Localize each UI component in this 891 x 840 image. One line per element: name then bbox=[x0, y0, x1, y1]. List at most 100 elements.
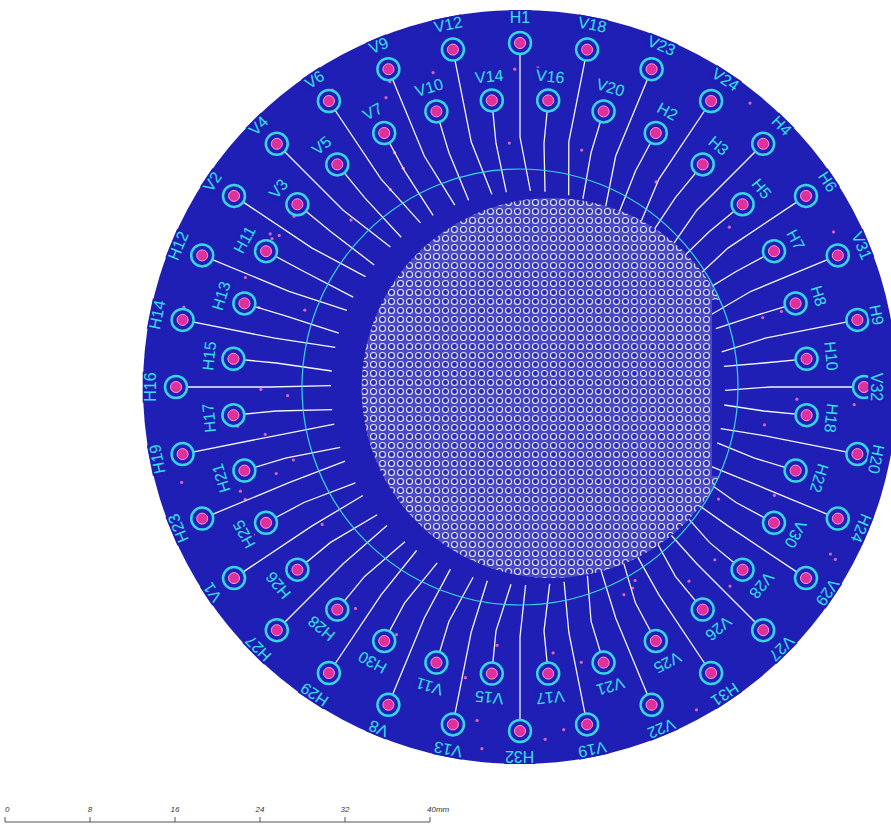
stitching-via bbox=[552, 651, 555, 654]
signal-trace bbox=[619, 133, 656, 213]
pad-name: V17 bbox=[535, 688, 567, 707]
pad-name: H17 bbox=[200, 401, 219, 434]
scale-tick-label: 24 bbox=[256, 805, 265, 814]
pad-drill bbox=[515, 726, 526, 737]
pad-drill bbox=[758, 138, 769, 149]
pad-name: V16 bbox=[535, 67, 567, 86]
scale-bar bbox=[5, 817, 430, 822]
pad-drill bbox=[790, 298, 801, 309]
pad-drill bbox=[706, 668, 717, 679]
pad-ring bbox=[509, 720, 531, 742]
pad-drill bbox=[769, 517, 780, 528]
board-outline bbox=[143, 10, 891, 764]
signal-trace bbox=[436, 111, 468, 200]
stitching-via bbox=[728, 226, 731, 229]
pad-ring bbox=[442, 713, 464, 735]
pad-name: H10 bbox=[821, 340, 840, 373]
pad-ring bbox=[318, 90, 340, 112]
pad-drill bbox=[171, 382, 182, 393]
pad-ring bbox=[641, 58, 663, 80]
pad-ring bbox=[692, 153, 714, 175]
pad-drill bbox=[598, 657, 609, 668]
signal-trace bbox=[297, 515, 377, 570]
pad-ring bbox=[732, 193, 754, 215]
signal-trace bbox=[623, 561, 656, 641]
pad-ring bbox=[223, 567, 245, 589]
stitching-via bbox=[834, 558, 837, 561]
stitching-via bbox=[829, 552, 832, 555]
pad-ring bbox=[827, 244, 849, 266]
stitching-via bbox=[580, 661, 583, 664]
pad-drill bbox=[697, 604, 708, 615]
signal-trace bbox=[569, 50, 587, 196]
pad-ring bbox=[645, 122, 667, 144]
stitching-via bbox=[795, 398, 798, 401]
stitching-via bbox=[349, 219, 352, 222]
signal-trace bbox=[544, 100, 548, 191]
pad-ring bbox=[700, 662, 722, 684]
pad-ring bbox=[752, 133, 774, 155]
pad-ring bbox=[593, 652, 615, 674]
stitching-via bbox=[464, 676, 467, 679]
pad-ring bbox=[537, 663, 559, 685]
stitching-via bbox=[496, 644, 499, 647]
stitching-via bbox=[354, 607, 357, 610]
stitching-via bbox=[275, 472, 278, 475]
pad-ring bbox=[752, 619, 774, 641]
pad-drill bbox=[832, 250, 843, 261]
stitching-vias bbox=[180, 66, 861, 750]
pad-ring bbox=[172, 443, 194, 465]
pad-ring bbox=[255, 240, 277, 262]
pad-drill bbox=[292, 199, 303, 210]
pad-ring bbox=[796, 404, 818, 426]
pad-drill bbox=[852, 449, 863, 460]
pad-ring bbox=[481, 89, 503, 111]
pad-ring bbox=[796, 348, 818, 370]
pad-drill bbox=[769, 246, 780, 257]
pad-drill bbox=[431, 657, 442, 668]
traces bbox=[176, 43, 864, 731]
pad-drill bbox=[582, 719, 593, 730]
stitching-via bbox=[270, 237, 273, 240]
stitching-via bbox=[269, 232, 272, 235]
stitching-via bbox=[476, 719, 479, 722]
pad-drill bbox=[379, 636, 390, 647]
stitching-via bbox=[634, 579, 637, 582]
stitching-via bbox=[303, 309, 306, 312]
stitching-via bbox=[321, 523, 324, 526]
signal-trace bbox=[176, 386, 331, 387]
signal-trace bbox=[651, 164, 703, 234]
pad-drill bbox=[486, 668, 497, 679]
pad-ring bbox=[827, 508, 849, 530]
pad-ring bbox=[377, 58, 399, 80]
pad-ring bbox=[373, 122, 395, 144]
pad-ring bbox=[537, 89, 559, 111]
pad-drill bbox=[229, 190, 240, 201]
pad-ring bbox=[266, 133, 288, 155]
pad-ring bbox=[576, 713, 598, 735]
signal-trace bbox=[492, 100, 507, 192]
stitching-via bbox=[264, 433, 267, 436]
pad-drill bbox=[543, 668, 554, 679]
signal-trace bbox=[233, 410, 332, 416]
stitching-via bbox=[562, 728, 565, 731]
pad-drill bbox=[239, 465, 250, 476]
pad-ring bbox=[641, 694, 663, 716]
signal-trace bbox=[711, 255, 838, 314]
pad-drill bbox=[737, 199, 748, 210]
signal-trace bbox=[564, 582, 587, 725]
pad-ring bbox=[233, 292, 255, 314]
pad-ring bbox=[233, 460, 255, 482]
pad-name: H32 bbox=[504, 748, 535, 764]
pad-drill bbox=[383, 64, 394, 75]
stitching-via bbox=[544, 738, 547, 741]
pad-drill bbox=[229, 573, 240, 584]
pad-ring bbox=[763, 512, 785, 534]
pad-drill bbox=[197, 513, 208, 524]
pad-drill bbox=[332, 604, 343, 615]
pad-drill bbox=[801, 573, 812, 584]
signal-trace bbox=[384, 133, 433, 215]
pad-ring bbox=[172, 309, 194, 331]
pad-name: H1 bbox=[509, 10, 531, 26]
